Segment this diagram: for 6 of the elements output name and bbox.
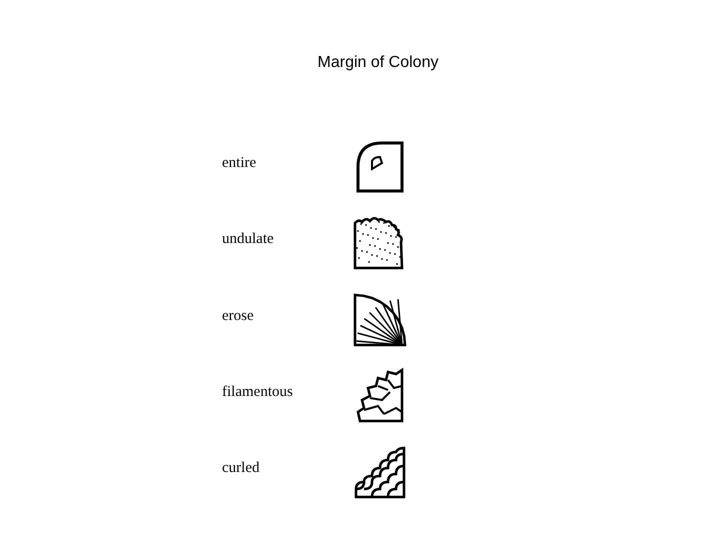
margin-type-label: entire	[222, 155, 256, 172]
margin-type-label: filamentous	[222, 384, 293, 401]
diagram-title: Margin of Colony	[316, 54, 440, 72]
margin-type-label: curled	[222, 460, 260, 477]
margin-type-label: undulate	[222, 231, 274, 248]
margin-type-label: erose	[222, 308, 254, 325]
